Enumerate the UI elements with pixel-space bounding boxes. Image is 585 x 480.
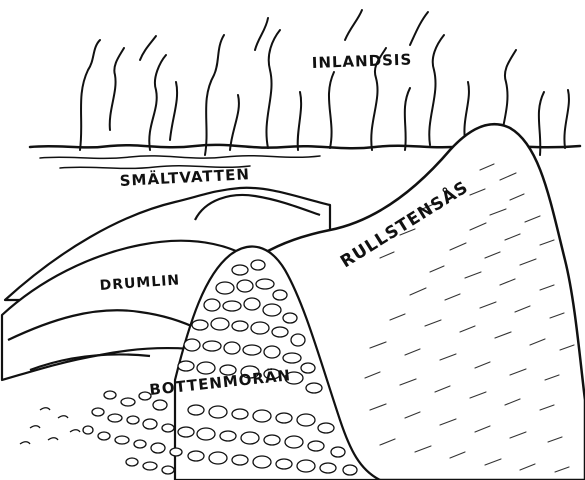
label-ice-sheet: INLANDSIS	[312, 51, 413, 72]
ground-moraine-pebbles	[20, 391, 182, 474]
